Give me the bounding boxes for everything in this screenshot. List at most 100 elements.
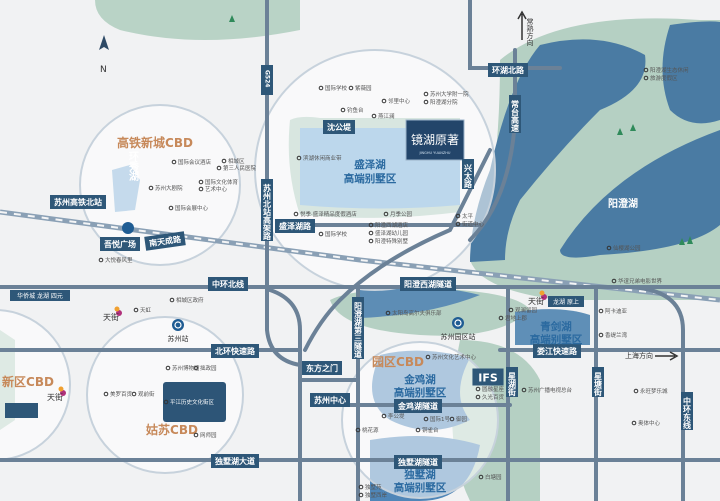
poi-item[interactable]: 相城区政府 [169, 296, 204, 304]
brand-logo: 华侨城 龙湖 四元 [10, 290, 70, 301]
poi-item[interactable]: 观澜留园 [508, 306, 538, 314]
poi-item[interactable]: 久光百货 [475, 393, 505, 401]
poi-item[interactable]: 苏州广播电视总台 [521, 386, 573, 394]
poi-item[interactable]: 仙樱湖公园 [606, 244, 641, 252]
poi-item[interactable]: 永旺梦乐城 [633, 387, 668, 395]
poi-item[interactable]: 盛泽湖幼儿园 [368, 229, 409, 237]
poi-label: 观澜留园 [515, 306, 538, 314]
poi-item[interactable]: 阿卡迪亚 [598, 307, 628, 315]
poi-item[interactable]: 苏州大剧院 [148, 184, 183, 192]
poi-item[interactable]: 苏州博物馆 [165, 364, 200, 372]
poi-marker-icon [171, 159, 177, 165]
poi-item[interactable]: 滨湖休闲商业带 [296, 154, 342, 162]
road-label: 娄江快速路 [533, 344, 581, 358]
poi-item[interactable]: 悦季·盛泽精品度假酒店 [293, 210, 357, 218]
poi-item[interactable]: 华谊兄弟电影世界 [611, 277, 663, 285]
poi-marker-icon [296, 155, 302, 161]
road-name: 娄江快速路 [537, 346, 578, 356]
poi-item[interactable]: 苏州大学附一院 [423, 90, 469, 98]
poi-marker-icon [368, 230, 374, 236]
tree-icons [229, 15, 693, 245]
poi-item[interactable]: 独墅西岸 [358, 491, 388, 499]
poi-item[interactable]: 苏州文化艺术中心 [425, 353, 477, 361]
road-name: 阳澄西湖隧道 [404, 279, 452, 289]
district-label: 新区CBD [2, 374, 54, 389]
poi-label: 奥体中心 [638, 419, 661, 427]
poi-item[interactable]: 太阳岛高尔夫俱乐部 [385, 309, 442, 317]
poi-item[interactable]: 国际学校 [318, 84, 348, 92]
poi-marker-icon [521, 387, 527, 393]
poi-item[interactable]: 桃花源 [355, 426, 379, 434]
poi-marker-icon [165, 365, 171, 371]
poi-label: 阳澄湖分院 [430, 98, 458, 106]
poi-item[interactable]: 国际会议酒店 [171, 158, 212, 166]
poi-item[interactable]: 邻里中心 [381, 97, 411, 105]
poi-marker-icon [455, 221, 461, 227]
poi-item[interactable]: 钓鱼台 [340, 106, 364, 114]
poi-marker-icon [131, 391, 137, 397]
poi-item[interactable]: 艺术中心 [198, 185, 228, 193]
road-name: 常台高速 [511, 99, 520, 133]
poi-item[interactable]: 阳澄湖分院 [423, 98, 458, 106]
poi-marker-icon [368, 222, 374, 228]
poi-marker-icon [216, 165, 222, 171]
poi-item[interactable]: 香缇兰湾 [598, 331, 628, 339]
poi-item[interactable]: 街道中心 [455, 220, 485, 228]
poi-marker-icon [103, 391, 109, 397]
poi-marker-icon [340, 107, 346, 113]
poi-item[interactable]: 旅游度假区 [643, 74, 678, 82]
poi-label: 阳澄西湖酒店 [375, 221, 409, 229]
poi-item[interactable]: 美罗百货 [103, 390, 133, 398]
road-name: 沈公堤 [327, 122, 352, 132]
poi-item[interactable]: 阳澄湖生态休闲 [643, 66, 689, 74]
poi-item[interactable]: 独墅苑 [358, 483, 382, 491]
poi-label: 拙政园 [200, 364, 217, 372]
poi-item[interactable]: 君地上郡 [498, 314, 528, 322]
poi-label: 平江历史文化街区 [170, 398, 215, 406]
poi-item[interactable]: 李公堤 [381, 412, 405, 420]
poi-item[interactable]: 圆融星座 [475, 385, 505, 393]
poi-item[interactable]: 相城区 [221, 157, 245, 165]
district-label: 金鸡湖 [403, 373, 436, 386]
poi-item[interactable]: 阳澄特殊别墅 [368, 237, 409, 245]
road-name: 吾悦广场 [104, 239, 136, 249]
poi-label: 圆融星座 [482, 385, 505, 393]
poi-label: 永旺梦乐城 [640, 387, 668, 395]
poi-item[interactable]: 太平 [455, 212, 474, 220]
poi-item[interactable]: 平江历史文化街区 [163, 398, 215, 406]
road-name: 金鸡湖隧道 [397, 401, 438, 411]
poi-marker-icon [383, 211, 389, 217]
poi-item[interactable]: 拙政园 [193, 364, 217, 372]
poi-label: 网师园 [200, 431, 217, 439]
road-label: 独墅湖隧道 [394, 455, 442, 469]
poi-item[interactable]: 月季公园 [383, 210, 413, 218]
poi-label: 苏州大学附一院 [430, 90, 469, 98]
poi-label: 国际文化体育 [205, 178, 239, 186]
poi-marker-icon [508, 307, 514, 313]
poi-item[interactable]: 第三人民医院 [216, 164, 257, 172]
road-name: 南天成路 [148, 234, 182, 248]
poi-item[interactable]: 阳澄西湖酒店 [368, 221, 409, 229]
poi-item[interactable]: 奥体中心 [631, 419, 661, 427]
poi-marker-icon [423, 99, 429, 105]
north-label: N [100, 65, 107, 75]
poi-item[interactable]: 国际学校 [318, 230, 348, 238]
poi-item[interactable]: 国际1号 [423, 415, 450, 423]
poi-label: 独墅苑 [365, 483, 382, 491]
poi-item[interactable]: 国际会展中心 [168, 204, 209, 212]
poi-item[interactable]: 燕江澜 [371, 112, 395, 120]
poi-marker-icon [449, 416, 455, 422]
poi-item[interactable]: 观前街 [131, 390, 155, 398]
poi-item[interactable]: 铜雀台 [415, 426, 439, 434]
poi-item[interactable]: 御园 [449, 415, 468, 423]
poi-item[interactable]: 网师园 [193, 431, 217, 439]
poi-item[interactable]: 天虹 [133, 306, 152, 314]
poi-item[interactable]: 国际文化体育 [198, 178, 239, 186]
poi-item[interactable]: 紫薇园 [348, 84, 372, 92]
poi-item[interactable]: 白塘园 [478, 473, 502, 481]
road-name: 独墅湖大道 [214, 456, 255, 466]
poi-marker-icon [193, 365, 199, 371]
poi-item[interactable]: 大悦春风里 [98, 256, 133, 264]
